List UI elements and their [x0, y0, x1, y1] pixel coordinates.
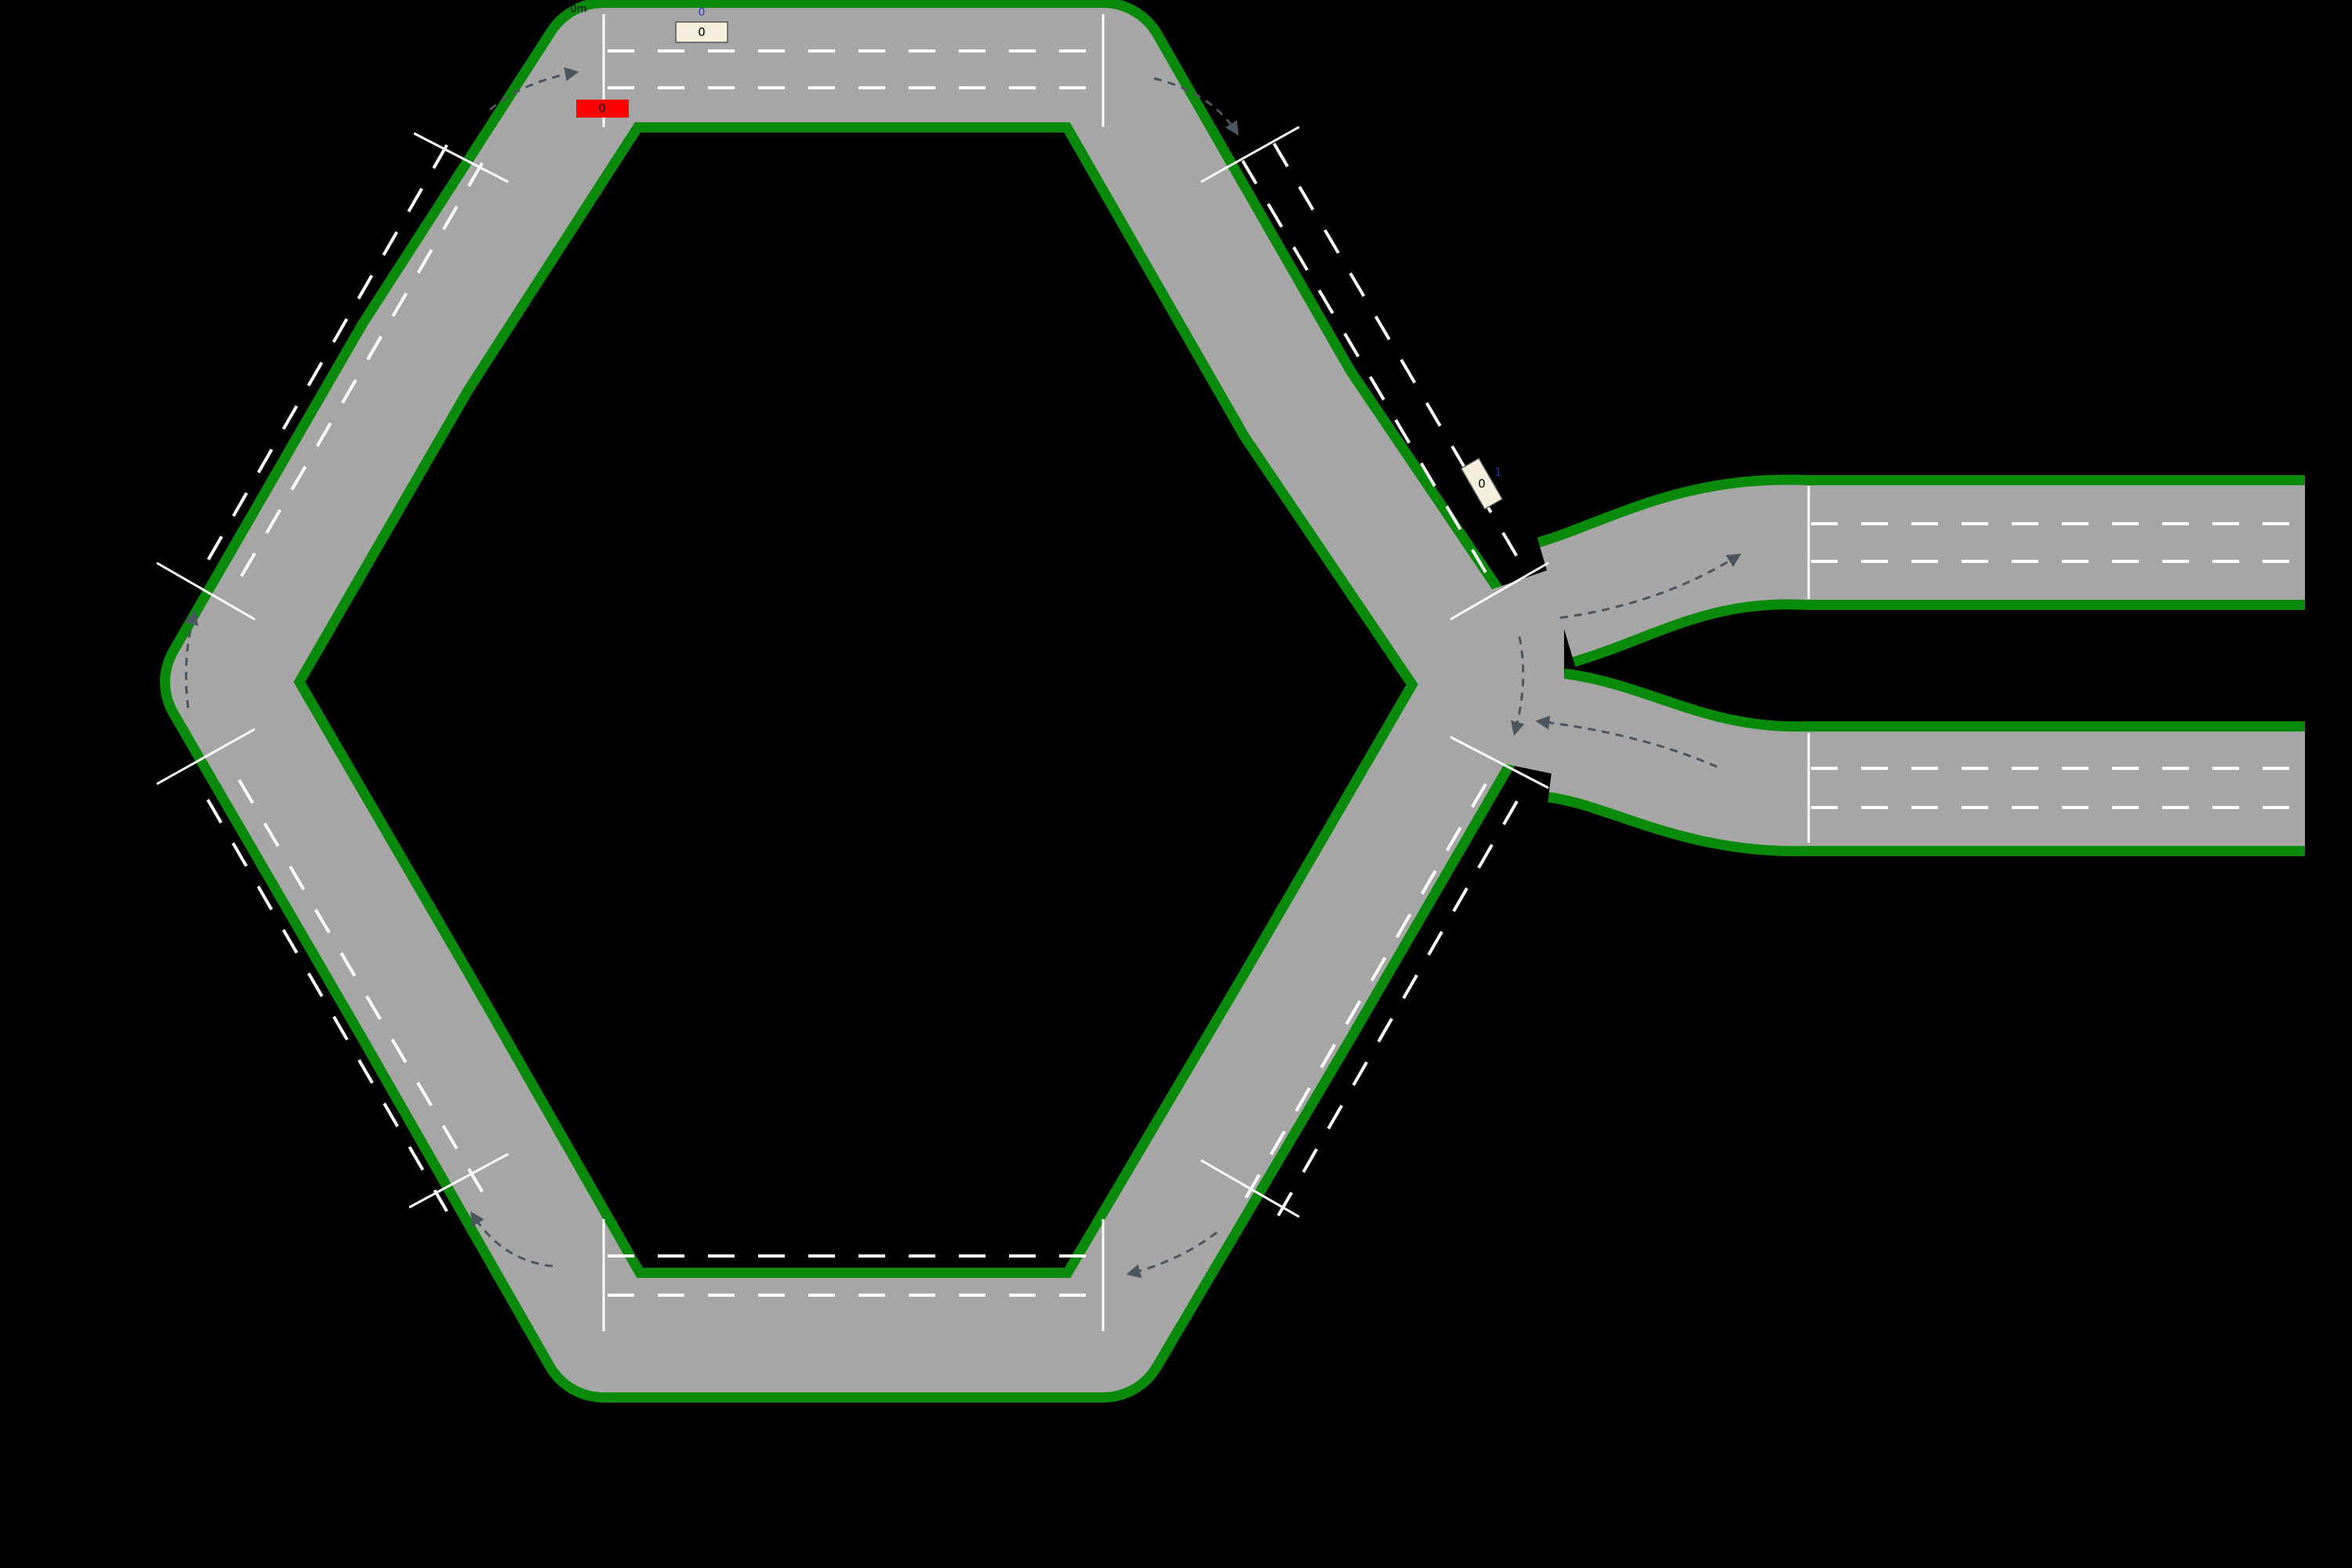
ego-vehicle-body: [576, 100, 629, 118]
dashed-arrow-icon: [1126, 1231, 1218, 1279]
flow-arrows: [184, 67, 1742, 1279]
distance-marker: 0m: [571, 4, 587, 16]
segment-line: [1450, 561, 1549, 621]
lane-marking: [1241, 782, 1487, 1205]
segment-line: [1200, 125, 1300, 183]
ego-vehicle-label: 0: [598, 101, 606, 115]
segment-line: [413, 132, 509, 183]
dashed-arrow-icon: [184, 610, 198, 709]
entry-road: [1548, 678, 2305, 847]
ring-road: [170, 8, 1543, 1392]
lane-markings: [206, 49, 2305, 1297]
dashed-arrow-icon: [1511, 636, 1525, 736]
exit-road: [1539, 485, 2305, 658]
vehicle-top: 0 0: [675, 6, 728, 43]
dashed-arrow-icon: [1153, 77, 1239, 136]
dashed-arrow-icon: [470, 1210, 554, 1268]
lane-marking: [238, 162, 484, 582]
lane-marking: [1272, 800, 1519, 1224]
vehicle-top-body: [675, 21, 728, 43]
segment-line: [408, 1152, 509, 1209]
segment-line: [156, 561, 256, 621]
dashed-arrow-icon: [489, 67, 579, 111]
vehicle-merge-id: 1: [1495, 466, 1502, 479]
lane-boundaries: [171, 10, 1548, 1390]
vehicle-top-id: 0: [699, 6, 706, 19]
segment-line: [156, 728, 256, 786]
segment-line: [1200, 1159, 1300, 1218]
vehicle-merge-label: 0: [1478, 477, 1486, 491]
vehicle-merge-body: [1460, 457, 1504, 510]
segment-line: [1450, 735, 1549, 789]
vehicle-merge: 0: [1460, 457, 1504, 510]
vehicle-top-label: 0: [698, 25, 706, 39]
road-surface: [170, 8, 2305, 1392]
dashed-arrow-icon: [1535, 715, 1718, 768]
ego-vehicle: 0: [576, 100, 629, 118]
